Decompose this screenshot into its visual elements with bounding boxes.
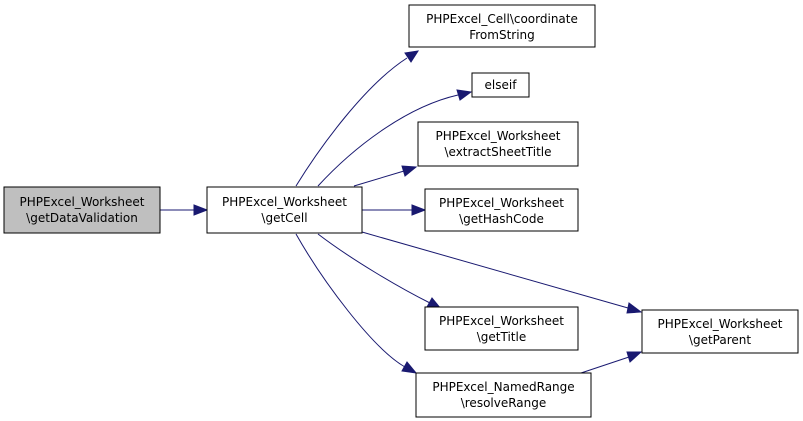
edge-getcell-to-elseif: [317, 89, 473, 187]
nodes-layer: PHPExcel_Worksheet \getDataValidation PH…: [3, 4, 799, 418]
node-gethashcode-line1: PHPExcel_Worksheet: [439, 196, 564, 210]
node-getparent[interactable]: PHPExcel_Worksheet \getParent: [641, 309, 799, 354]
edge-resolverange-to-getparent: [577, 351, 643, 375]
node-resolverange-line1: PHPExcel_NamedRange: [432, 380, 574, 394]
edge-getcell-to-gethashcode: [362, 204, 427, 216]
node-coordinatefromstring-line1: PHPExcel_Cell\coordinate: [426, 12, 578, 26]
node-getcell-line1: PHPExcel_Worksheet: [222, 195, 347, 209]
edges-layer: [160, 50, 643, 375]
node-getcell[interactable]: PHPExcel_Worksheet \getCell: [206, 186, 363, 234]
node-getdatavalidation-line1: PHPExcel_Worksheet: [20, 195, 145, 209]
node-coordinatefromstring[interactable]: PHPExcel_Cell\coordinate FromString: [408, 4, 596, 48]
edge-getcell-to-coordinatefromstring: [295, 50, 420, 187]
node-extractsheettitle[interactable]: PHPExcel_Worksheet \extractSheetTitle: [417, 121, 579, 167]
node-getparent-line2: \getParent: [689, 333, 751, 347]
node-coordinatefromstring-line2: FromString: [469, 28, 535, 42]
node-gethashcode-line2: \getHashCode: [459, 212, 544, 226]
node-getdatavalidation[interactable]: PHPExcel_Worksheet \getDataValidation: [3, 186, 161, 234]
edge-getcell-to-getparent: [361, 231, 643, 314]
edge-getcell-to-gettitle: [317, 233, 443, 310]
node-getcell-line2: \getCell: [261, 211, 307, 225]
node-getparent-line1: PHPExcel_Worksheet: [658, 317, 783, 331]
node-getdatavalidation-line2: \getDataValidation: [26, 211, 138, 225]
node-gettitle-line2: \getTitle: [477, 330, 526, 344]
node-gettitle[interactable]: PHPExcel_Worksheet \getTitle: [424, 306, 579, 351]
node-extractsheettitle-line2: \extractSheetTitle: [444, 145, 551, 159]
node-resolverange-line2: \resolveRange: [461, 396, 547, 410]
node-gethashcode[interactable]: PHPExcel_Worksheet \getHashCode: [424, 188, 579, 232]
node-elseif[interactable]: elseif: [471, 72, 530, 98]
edge-getcell-to-resolverange: [295, 233, 418, 374]
node-extractsheettitle-line1: PHPExcel_Worksheet: [436, 129, 561, 143]
edge-getcell-to-extractsheettitle: [353, 165, 418, 187]
node-resolverange[interactable]: PHPExcel_NamedRange \resolveRange: [415, 372, 592, 418]
node-elseif-label: elseif: [485, 78, 518, 92]
node-gettitle-line1: PHPExcel_Worksheet: [439, 314, 564, 328]
edge-getdatavalidation-to-getcell: [160, 204, 209, 216]
